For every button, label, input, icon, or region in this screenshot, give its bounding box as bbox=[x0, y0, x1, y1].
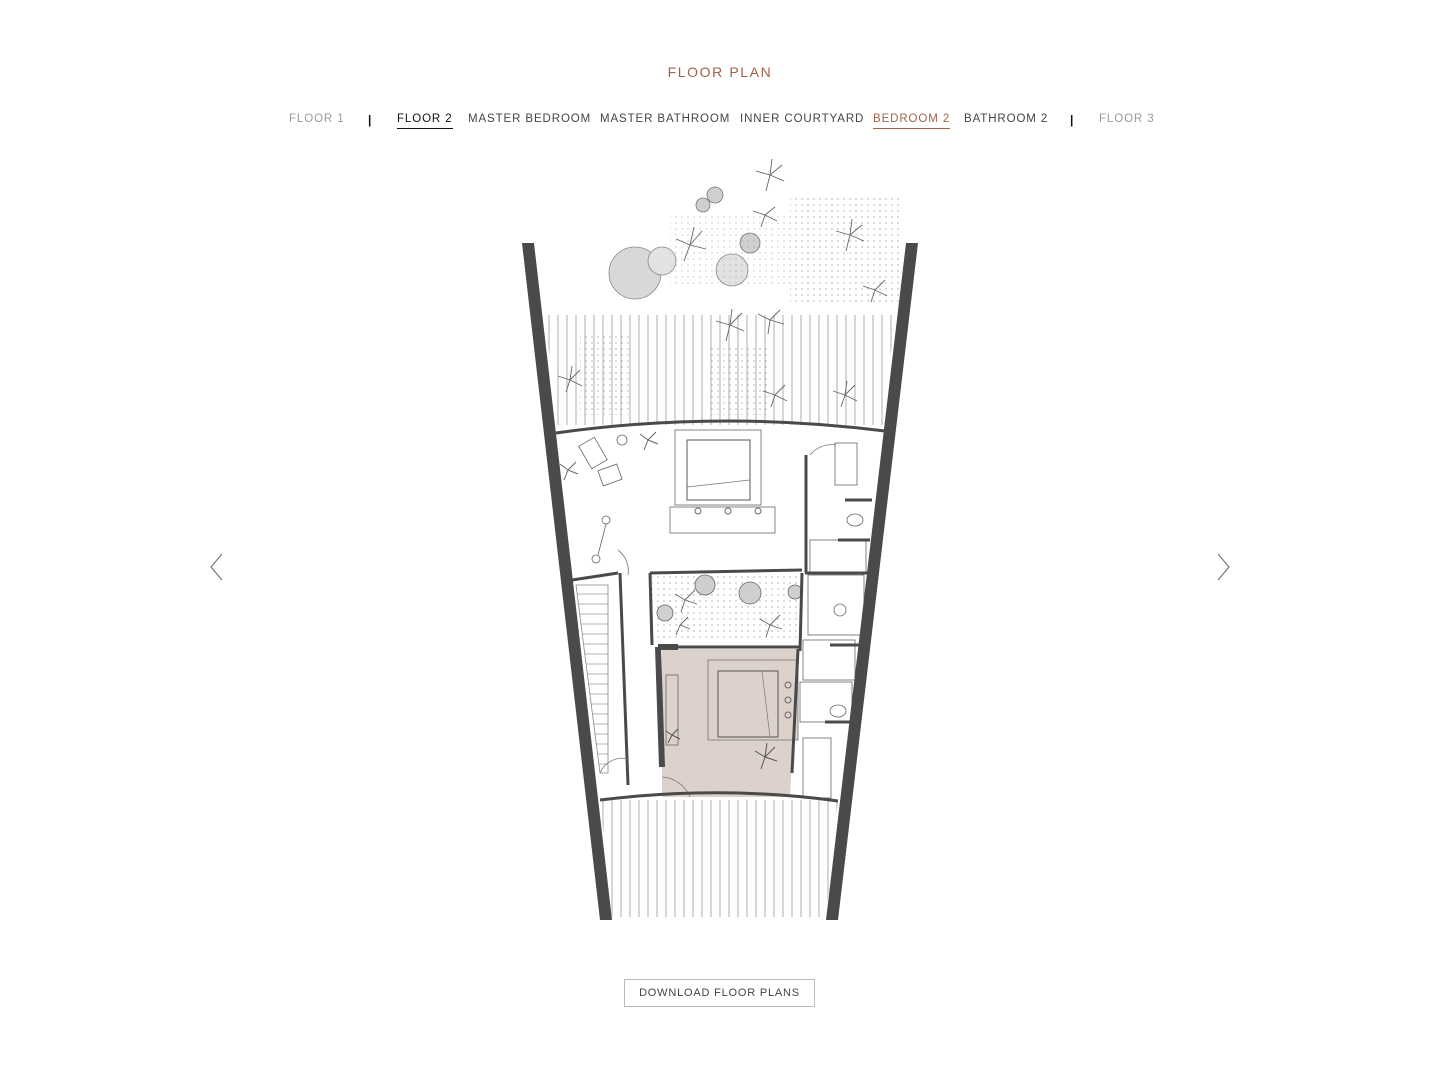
interior-walls bbox=[555, 419, 886, 803]
lower-terrace-decking bbox=[600, 800, 838, 917]
bedroom-2-highlight bbox=[661, 649, 799, 798]
tab-floor-3[interactable]: FLOOR 3 bbox=[1099, 113, 1155, 125]
page-title: FLOOR PLAN bbox=[667, 64, 773, 80]
master-bedroom-plan bbox=[559, 429, 776, 564]
tab-bathroom-2[interactable]: BATHROOM 2 bbox=[964, 113, 1049, 125]
garden-plants-top bbox=[557, 158, 900, 415]
tab-bedroom-2[interactable]: BEDROOM 2 bbox=[873, 113, 951, 129]
tab-master-bedroom[interactable]: MASTER BEDROOM bbox=[468, 113, 592, 125]
master-bathroom-plan bbox=[799, 442, 867, 799]
chevron-right-icon[interactable] bbox=[1214, 552, 1232, 582]
tab-inner-courtyard[interactable]: INNER COURTYARD bbox=[740, 113, 865, 125]
tab-floor-1[interactable]: FLOOR 1 bbox=[289, 113, 345, 125]
inner-courtyard-plan bbox=[652, 574, 803, 640]
floor-room-nav: FLOOR 1 | FLOOR 2 MASTER BEDROOM MASTER … bbox=[0, 113, 1440, 133]
tab-master-bathroom[interactable]: MASTER BATHROOM bbox=[600, 113, 731, 125]
outer-wall-left bbox=[522, 243, 612, 920]
chevron-left-icon[interactable] bbox=[208, 552, 226, 582]
nav-separator: | bbox=[1070, 113, 1074, 127]
download-floor-plans-button[interactable]: DOWNLOAD FLOOR PLANS bbox=[624, 979, 815, 1007]
nav-separator: | bbox=[368, 113, 372, 127]
floor-plan-drawing bbox=[522, 158, 918, 920]
tab-floor-2[interactable]: FLOOR 2 bbox=[397, 113, 453, 129]
outer-wall-right bbox=[826, 243, 918, 920]
staircase bbox=[575, 584, 609, 774]
